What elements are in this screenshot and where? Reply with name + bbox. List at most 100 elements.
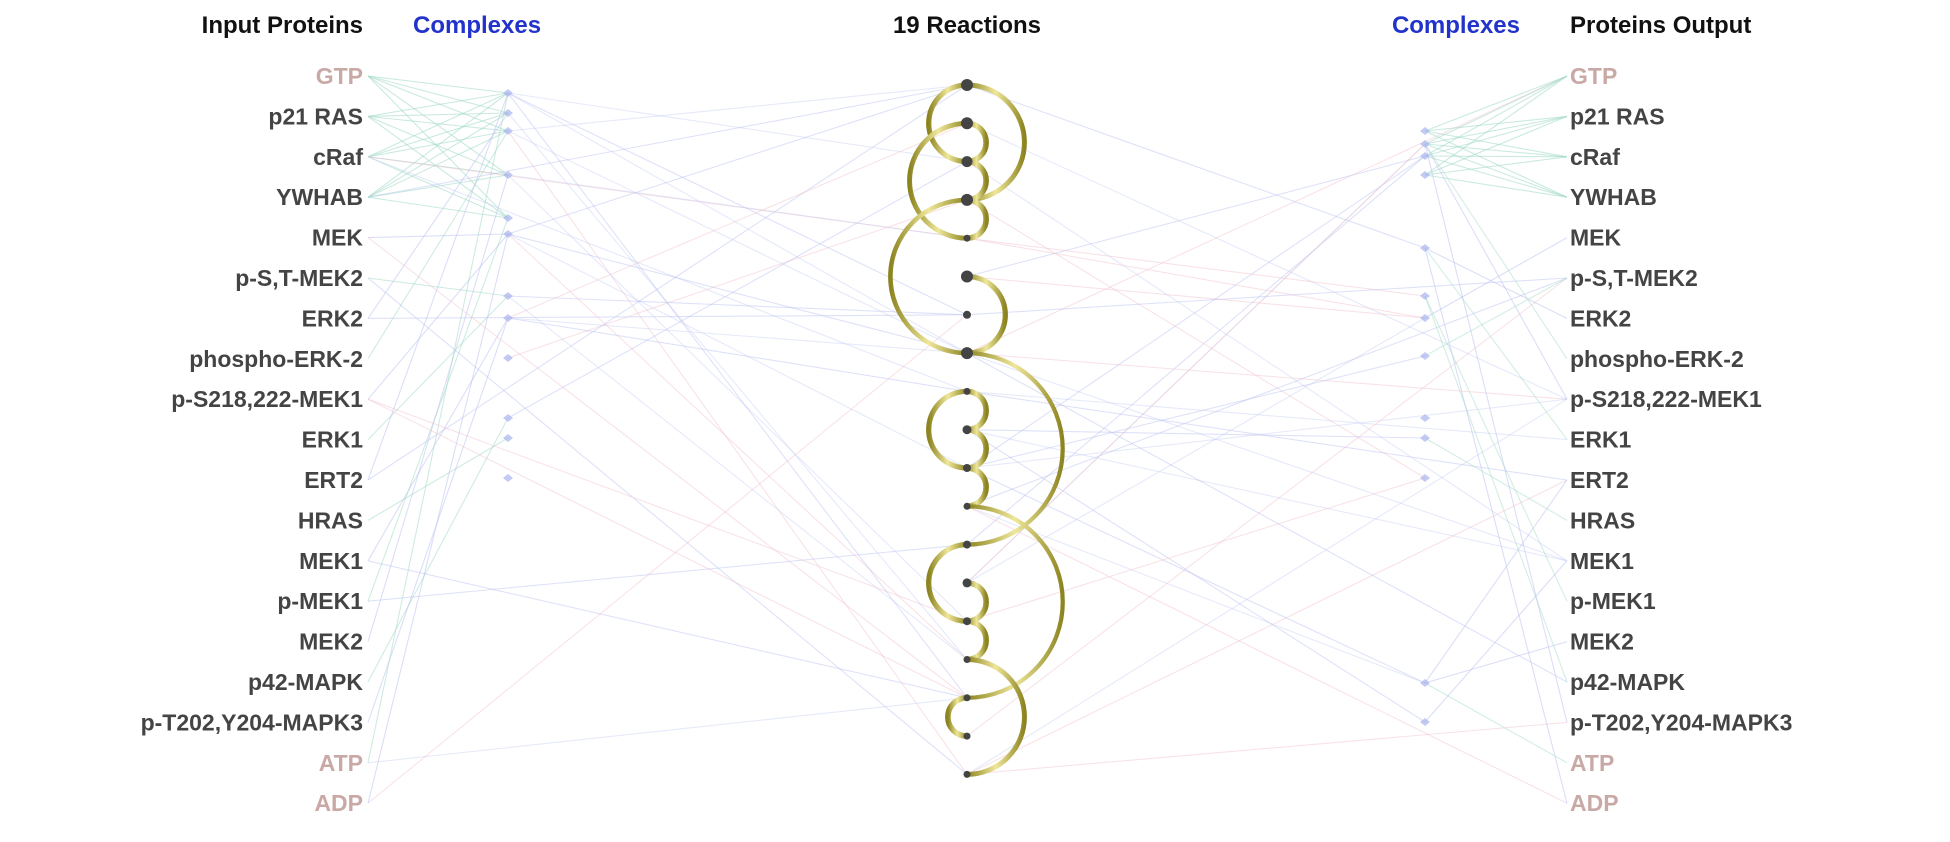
link-line (367, 115, 509, 219)
reaction-node (961, 347, 973, 360)
link-line (966, 155, 1426, 278)
complex-node (503, 292, 513, 300)
reaction-arc (964, 426, 989, 471)
link-line (367, 92, 509, 763)
link-line (966, 155, 1426, 546)
reaction-arc (964, 158, 989, 203)
input-protein-label: p42-MAPK (248, 669, 363, 695)
link-line (1424, 247, 1568, 319)
link-line (367, 130, 509, 158)
link-lines (367, 75, 1568, 804)
output-protein-label: ADP (1570, 790, 1619, 816)
reaction-arc (964, 350, 1065, 547)
input-protein-label: p-S218,222-MEK1 (171, 386, 363, 412)
reaction-node (963, 656, 971, 663)
link-line (367, 233, 509, 400)
complexes-right-header: Complexes (1392, 12, 1520, 39)
reaction-arc (964, 657, 1027, 777)
complex-node (503, 109, 513, 117)
link-line (1424, 115, 1568, 145)
link-line (1424, 75, 1568, 157)
input-protein-label: GTP (316, 63, 363, 89)
output-protein-label: GTP (1570, 63, 1617, 89)
link-line (1424, 155, 1568, 158)
link-line (367, 317, 509, 562)
reaction-arc (964, 618, 989, 663)
link-line (367, 398, 968, 699)
link-line (966, 429, 1426, 439)
link-line (507, 130, 968, 354)
reaction-node (963, 464, 971, 472)
link-line (966, 721, 1568, 775)
link-line (1424, 115, 1568, 132)
reaction-arc (964, 120, 989, 165)
link-line (966, 84, 1426, 249)
link-line (1424, 75, 1568, 145)
complex-node (1420, 292, 1430, 300)
reaction-nodes (961, 79, 973, 778)
complex-nodes (503, 89, 1430, 726)
link-line (1424, 682, 1568, 764)
reaction-arc (964, 465, 989, 510)
link-line (367, 560, 968, 699)
link-line (367, 233, 509, 239)
input-protein-label: MEK (312, 225, 364, 251)
link-line (966, 390, 1568, 441)
reaction-arc (888, 197, 970, 356)
output-protein-label: cRaf (1570, 144, 1620, 170)
reaction-node (961, 270, 973, 283)
link-line (507, 84, 968, 132)
reaction-node (963, 540, 971, 549)
link-line (507, 317, 968, 354)
link-line (966, 317, 1426, 584)
link-line (507, 317, 968, 392)
reaction-node (962, 425, 972, 435)
link-line (1424, 130, 1568, 158)
input-protein-label: p-T202,Y204-MAPK3 (141, 709, 363, 735)
complexes-left-header: Complexes (413, 12, 541, 39)
complex-node (503, 474, 513, 482)
output-protein-label: MEK1 (1570, 548, 1634, 574)
link-line (367, 112, 509, 158)
link-line (367, 697, 968, 764)
input-protein-label: ADP (314, 790, 363, 816)
link-line (966, 199, 1426, 479)
link-line (966, 352, 1568, 562)
reaction-arc (926, 388, 970, 471)
complex-node (1420, 314, 1430, 322)
link-line (507, 130, 968, 775)
complex-node (503, 171, 513, 179)
link-line (1424, 143, 1568, 723)
complex-node (1420, 171, 1430, 179)
reaction-node (963, 502, 971, 510)
link-line (1424, 295, 1568, 602)
link-line (1424, 641, 1568, 684)
link-line (1424, 130, 1568, 198)
link-line (367, 437, 509, 521)
complex-node (1420, 127, 1430, 135)
input-protein-label: YWHAB (276, 184, 363, 210)
link-line (367, 417, 509, 683)
reaction-arc (926, 82, 970, 165)
complex-node (503, 89, 513, 97)
link-line (507, 92, 968, 699)
link-line (1424, 75, 1568, 132)
link-line (367, 156, 509, 176)
reaction-node (963, 234, 971, 242)
reactions-header: 19 Reactions (893, 12, 1041, 39)
link-line (966, 390, 1568, 481)
output-protein-label: ERT2 (1570, 467, 1629, 493)
complex-node (503, 314, 513, 322)
link-line (1424, 277, 1568, 357)
output-protein-label: p-S,T-MEK2 (1570, 265, 1698, 291)
link-line (507, 295, 968, 660)
link-line (1424, 75, 1568, 176)
reaction-arc (964, 197, 989, 242)
complex-node (1420, 414, 1430, 422)
complex-node (1420, 434, 1430, 442)
link-line (367, 92, 509, 158)
reaction-arc (907, 120, 970, 241)
link-line (966, 398, 1568, 775)
link-line (1424, 237, 1568, 319)
